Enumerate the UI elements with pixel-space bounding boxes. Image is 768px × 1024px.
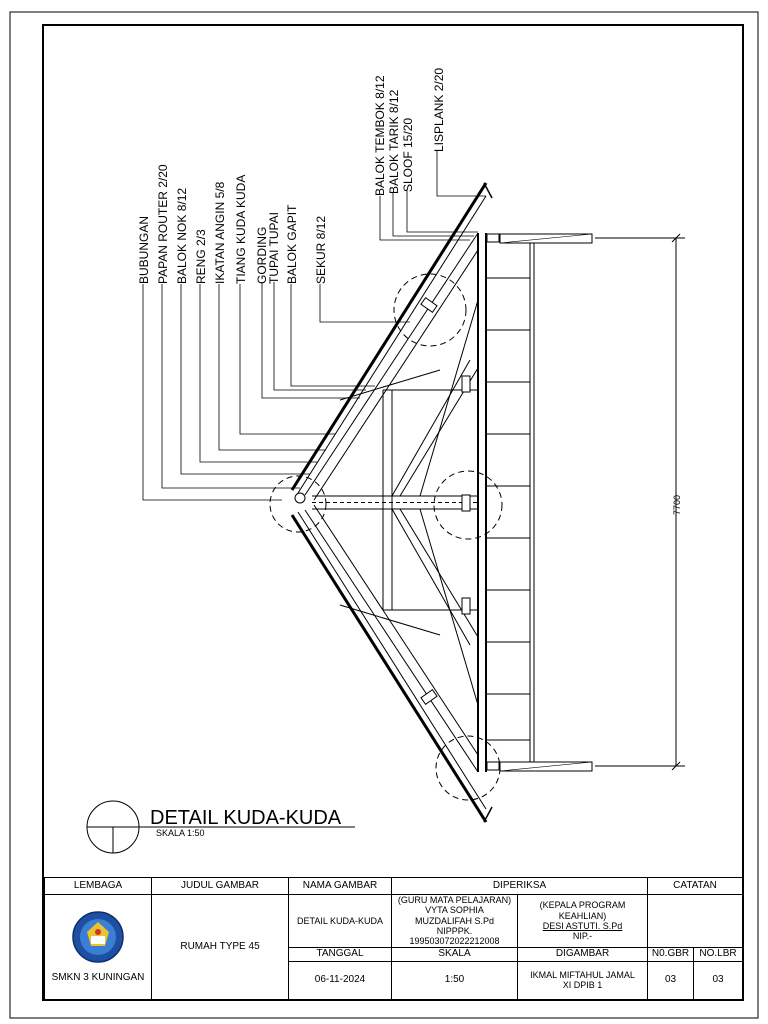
judul-gambar-value: RUMAH TYPE 45: [151, 894, 289, 1000]
catatan-value: [647, 894, 744, 948]
label-tupai-tupai: TUPAI TUPAI: [267, 212, 281, 284]
king-post: [312, 495, 478, 510]
rafters: [304, 232, 479, 773]
digambar-name: IKMAL MIFTAHUL JAMAL: [530, 969, 635, 980]
label-balok-gapit: BALOK GAPIT: [285, 204, 299, 284]
dimension-line: [595, 233, 685, 771]
member-labels: BUBUNGAN PAPAN ROUTER 2/20 BALOK NOK 8/1…: [137, 68, 446, 284]
leader-lines: [142, 150, 486, 501]
header-catatan: CATATAN: [647, 877, 744, 895]
skala-label: SKALA: [391, 946, 518, 962]
no-lbr-label: NO.LBR: [693, 946, 744, 962]
drawing-scale: SKALA 1:50: [156, 828, 205, 838]
label-papan-router: PAPAN ROUTER 2/20: [156, 164, 170, 284]
skala-value: 1:50: [391, 960, 518, 1000]
title-block: LEMBAGA JUDUL GAMBAR NAMA GAMBAR DIPERIK…: [44, 877, 744, 1000]
roof-tiles: [290, 182, 488, 823]
walls: [499, 233, 593, 772]
guru-nip: NIPPPK. 199503072022212008: [409, 926, 500, 947]
kepala-name: DESI ASTUTI. S.Pd: [542, 920, 623, 931]
label-balok-tembok: BALOK TEMBOK 8/12: [373, 75, 387, 196]
bolts: [294, 233, 500, 771]
lembaga-cell: SMKN 3 KUNINGAN: [44, 894, 152, 1000]
label-ikatan-angin: IKATAN ANGIN 5/8: [213, 181, 227, 284]
struts: [339, 299, 479, 706]
guru-role: (GURU MATA PELAJARAN): [397, 895, 512, 905]
dimension-text: 7700: [672, 495, 682, 515]
label-gording: GORDING: [255, 227, 269, 284]
detail-callouts: [269, 273, 503, 801]
no-lbr-value: 03: [693, 960, 744, 1000]
ceiling-frame: [486, 243, 535, 762]
header-diperiksa: DIPERIKSA: [390, 877, 649, 895]
kepala-nip: NIP.-: [572, 931, 593, 942]
label-balok-nok: BALOK NOK 8/12: [175, 188, 189, 284]
label-sloof: SLOOF 15/20: [401, 118, 415, 192]
label-sekur: SEKUR 8/12: [314, 216, 328, 284]
header-nama-gambar: NAMA GAMBAR: [288, 877, 392, 895]
label-balok-tarik: BALOK TARIK 8/12: [387, 89, 401, 194]
no-gbr-label: N0.GBR: [647, 946, 695, 962]
lembaga-name: SMKN 3 KUNINGAN: [51, 972, 145, 984]
guru-name-2: MUZDALIFAH S.Pd: [414, 915, 495, 926]
no-gbr-value: 03: [647, 960, 695, 1000]
detail-title-symbol: [86, 800, 355, 854]
label-reng: RENG 2/3: [194, 229, 208, 284]
tie-beam: [477, 233, 487, 772]
drawing-title: DETAIL KUDA-KUDA: [150, 807, 342, 829]
tanggal-label: TANGGAL: [288, 946, 392, 962]
header-judul-gambar: JUDUL GAMBAR: [151, 877, 289, 895]
lisplank: [483, 182, 493, 823]
tanggal-value: 06-11-2024: [288, 960, 392, 1000]
nama-gambar-value: DETAIL KUDA-KUDA: [288, 894, 392, 948]
inner-frame: [42, 24, 744, 1001]
digambar-label: DIGAMBAR: [516, 946, 649, 962]
digambar-cell: IKMAL MIFTAHUL JAMAL XI DPIB 1: [516, 960, 649, 1000]
guru-cell: (GURU MATA PELAJARAN) VYTA SOPHIA MUZDAL…: [391, 894, 518, 948]
kepala-role: (KEPALA PROGRAM KEAHLIAN): [539, 900, 626, 921]
label-lisplank: LISPLANK 2/20: [432, 68, 446, 152]
outer-frame: [9, 11, 759, 1019]
digambar-class: XI DPIB 1: [562, 980, 603, 991]
kepala-cell: (KEPALA PROGRAM KEAHLIAN) DESI ASTUTI. S…: [516, 894, 649, 948]
school-logo-icon: [72, 911, 124, 963]
guru-name-1: VYTA SOPHIA: [425, 905, 484, 916]
label-bubungan: BUBUNGAN: [137, 216, 151, 284]
label-tiang-kuda-kuda: TIANG KUDA KUDA: [234, 175, 248, 284]
header-lembaga: LEMBAGA: [44, 877, 152, 895]
